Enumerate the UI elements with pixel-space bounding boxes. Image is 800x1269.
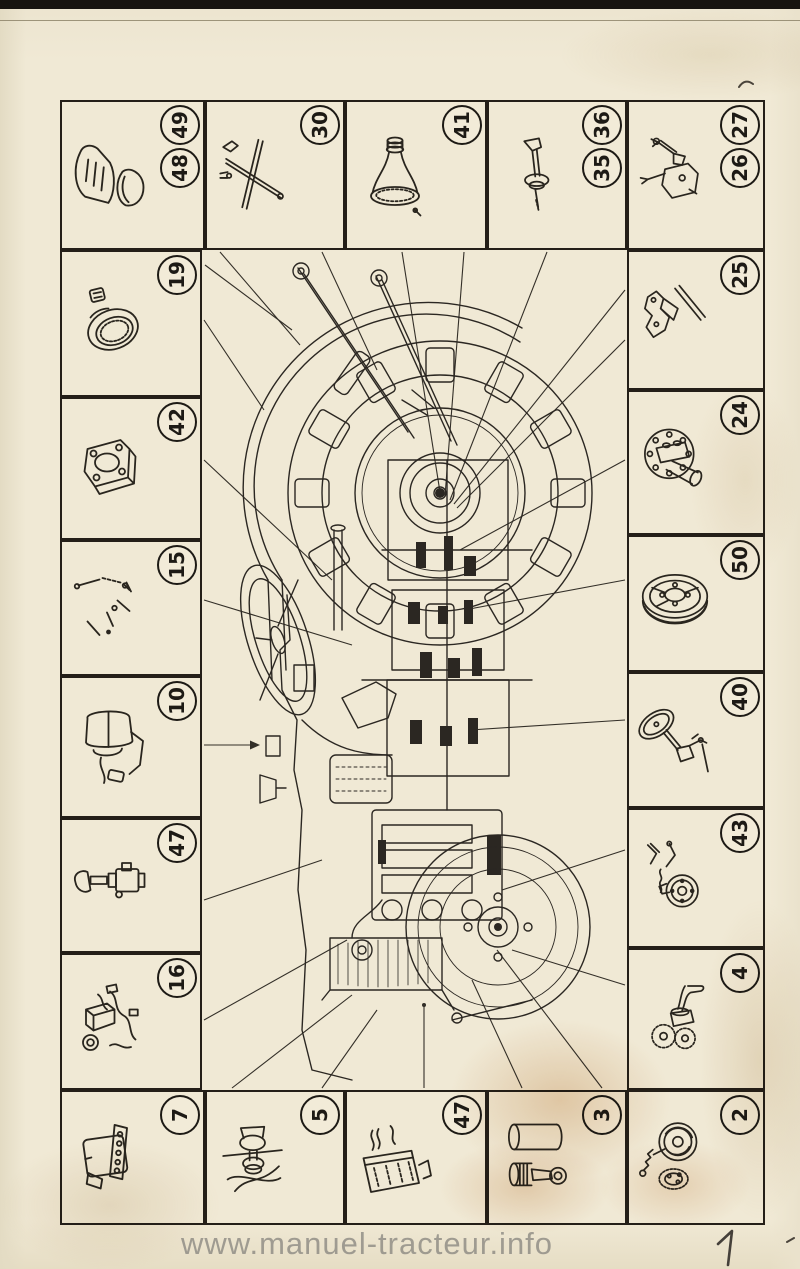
- gear-lever-boot-icon: [350, 105, 440, 245]
- part-box-42: 42: [60, 397, 202, 540]
- part-box-10: 10: [60, 676, 202, 818]
- part-box-3: 3: [487, 1090, 627, 1225]
- piston-and-liner-icon: [492, 1095, 580, 1220]
- part-box-47-left: 47: [60, 818, 202, 953]
- part-number-badge: 15: [157, 545, 197, 585]
- part-number-badge: 26: [720, 148, 760, 188]
- leader-lines: [203, 251, 626, 1089]
- part-number-badge: 43: [720, 813, 760, 853]
- control-rods-icon: [210, 105, 298, 245]
- part-number-badge: 30: [300, 105, 340, 145]
- tractor-seat-icon: [65, 105, 158, 245]
- scan-edge-bar: [0, 0, 800, 9]
- pen-mark-icon: [738, 80, 754, 88]
- pto-shaft-coupling-icon: [65, 823, 155, 948]
- part-number-badge: 3: [582, 1095, 622, 1135]
- part-box-16: 16: [60, 953, 202, 1090]
- clutch-governor-icon: [632, 1095, 718, 1220]
- part-number-badge: 42: [157, 402, 197, 442]
- seat-and-platform: [259, 681, 397, 804]
- paper-stain: [560, 10, 800, 100]
- part-box-15: 15: [60, 540, 202, 676]
- part-number-badge: 25: [720, 255, 760, 295]
- part-box-2: 2: [627, 1090, 765, 1225]
- part-box-50: 50: [627, 535, 765, 672]
- part-number-badge: 36: [582, 105, 622, 145]
- part-box-41: 41: [345, 100, 487, 250]
- air-cleaner-icon: [65, 681, 155, 813]
- part-number-badge: 27: [720, 105, 760, 145]
- lever-shaft-icon: [492, 105, 580, 245]
- part-box-30: 30: [205, 100, 345, 250]
- part-box-4: 4: [627, 948, 765, 1090]
- wiring-harness-icon: [65, 958, 155, 1085]
- part-box-24: 24: [627, 390, 765, 535]
- part-number-badge: 47: [442, 1095, 482, 1135]
- part-number-badge: 16: [157, 958, 197, 998]
- part-number-badge: 2: [720, 1095, 760, 1135]
- scan-edge-line: [0, 20, 800, 21]
- transmission-cutaway: [361, 459, 533, 811]
- fuel-tank: [329, 754, 393, 804]
- radiator-icon: [350, 1095, 440, 1220]
- part-box-5: 5: [205, 1090, 345, 1225]
- part-number-badge: 50: [720, 540, 760, 580]
- water-pump-fan-icon: [210, 1095, 298, 1220]
- hydraulic-lift-arms: [292, 262, 458, 446]
- page-number: [714, 1228, 740, 1269]
- part-number-badge: 49: [160, 105, 200, 145]
- pen-dot-icon: [786, 1237, 795, 1243]
- engine-cutaway: [351, 809, 503, 961]
- part-number-badge: 35: [582, 148, 622, 188]
- support-bracket-icon: [65, 402, 155, 535]
- steering-column-icon: [632, 677, 718, 803]
- steering-gearbox-icon: [632, 105, 718, 245]
- linkage-parts-icon: [65, 545, 155, 671]
- pedal-and-pulley-icon: [632, 813, 718, 943]
- part-box-19: 19: [60, 250, 202, 397]
- oil-pump-gears-icon: [632, 953, 718, 1085]
- part-box-47-bottom: 47: [345, 1090, 487, 1225]
- part-number-badge: 19: [157, 255, 197, 295]
- part-box-7: 7: [60, 1090, 205, 1225]
- headlamp-icon: [65, 255, 155, 392]
- part-box-43: 43: [627, 808, 765, 948]
- fender-and-hood-outline: [242, 301, 523, 1081]
- watermark: www.manuel-tracteur.info: [181, 1226, 554, 1261]
- tractor-cutaway-illustration: [203, 251, 626, 1089]
- hydraulic-pump-icon: [632, 395, 718, 530]
- front-wheel: [405, 834, 591, 1020]
- part-number-badge: 10: [157, 681, 197, 721]
- steering-wheel: [239, 564, 317, 716]
- part-number-badge: 47: [157, 823, 197, 863]
- wheel-rim-icon: [632, 540, 718, 667]
- part-number-badge: 48: [160, 148, 200, 188]
- part-number-badge: 7: [160, 1095, 200, 1135]
- part-number-badge: 24: [720, 395, 760, 435]
- part-number-badge: 41: [442, 105, 482, 145]
- part-box-25: 25: [627, 250, 765, 390]
- handwritten-1-icon: [716, 1229, 734, 1267]
- part-box-40: 40: [627, 672, 765, 808]
- part-number-badge: 40: [720, 677, 760, 717]
- exhaust-pipe: [330, 524, 346, 631]
- part-number-badge: 4: [720, 953, 760, 993]
- radiator-front-axle: [321, 899, 533, 1024]
- part-number-badge: 5: [300, 1095, 340, 1135]
- engine-side-cover-icon: [65, 1095, 158, 1220]
- mounting-bracket-icon: [632, 255, 718, 385]
